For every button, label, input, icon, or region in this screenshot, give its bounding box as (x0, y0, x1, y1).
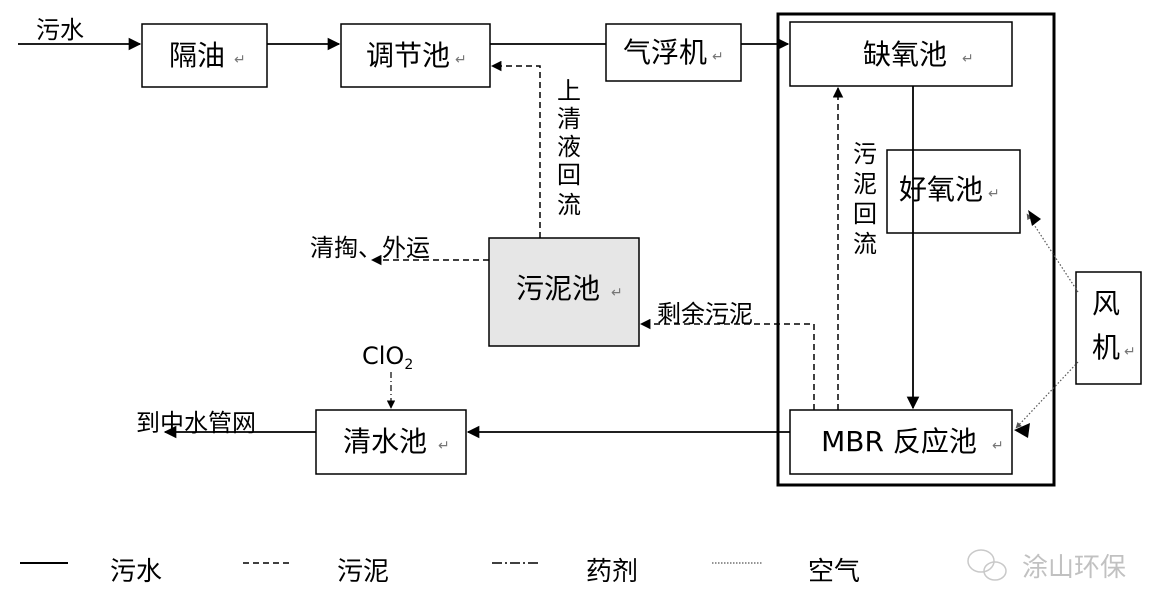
clean-out-label: 清掏、外运 (310, 234, 430, 262)
biological-treatment-frame (776, 12, 1056, 487)
svg-text:↵: ↵ (712, 49, 724, 65)
mbr-reactor-label: MBR 反应池 (821, 425, 977, 458)
aerobic-tank-box: 好氧池 ↵ (886, 149, 1021, 234)
svg-text:↵: ↵ (992, 438, 1004, 454)
inlet-label: 污水 (36, 16, 84, 44)
svg-text:↵: ↵ (611, 285, 623, 301)
clo2-subscript: 2 (404, 357, 413, 373)
aerobic-tank-label: 好氧池 (899, 173, 983, 206)
sludge-return-char-2: 泥 (853, 170, 877, 198)
watermark: 涂山环保 (967, 549, 1126, 583)
air-arrowhead-aerobic (1028, 210, 1041, 226)
sludge-return-char-1: 污 (853, 140, 877, 168)
sludge-tank-label: 污泥池 (516, 272, 600, 305)
regulating-tank-label: 调节池 (366, 39, 450, 72)
air-flotation-box: 气浮机 ↵ (605, 23, 742, 82)
anoxic-tank-label: 缺氧池 (863, 38, 947, 71)
svg-text:↵: ↵ (234, 52, 246, 68)
air-supply-lines (1015, 213, 1079, 429)
outlet-label: 到中水管网 (136, 409, 256, 437)
legend: 污水 污泥 药剂 空气 (20, 557, 860, 587)
supernatant-char-2: 清 (557, 105, 581, 133)
air-flotation-label: 气浮机 (623, 36, 707, 69)
supernatant-char-5: 流 (557, 191, 581, 219)
sludge-tank-box: 污泥池 ↵ (488, 237, 640, 347)
supernatant-char-1: 上 (557, 77, 581, 105)
air-arrowhead-mbr (1014, 423, 1030, 438)
sewage-flow-lines (18, 37, 920, 439)
blower-label-2: 机 (1092, 331, 1120, 364)
svg-text:↵: ↵ (438, 438, 450, 454)
sludge-flow-lines (370, 60, 844, 410)
svg-text:↵: ↵ (1124, 344, 1136, 360)
anoxic-tank-box: 缺氧池 ↵ (789, 21, 1013, 87)
sludge-return-char-3: 回 (853, 200, 877, 228)
mbr-reactor-box: MBR 反应池 ↵ (789, 409, 1013, 475)
svg-text:↵: ↵ (962, 51, 974, 67)
legend-label-sludge: 污泥 (337, 557, 389, 587)
svg-text:↵: ↵ (988, 186, 1000, 202)
supernatant-char-3: 液 (557, 133, 581, 161)
clo2-label: ClO2 (362, 342, 413, 373)
separator-label: 隔油 (169, 39, 225, 72)
blower-box: 风 机 ↵ (1075, 271, 1142, 385)
legend-label-chemical: 药剂 (586, 557, 638, 587)
separator-box: 隔油 ↵ (141, 23, 268, 88)
watermark-text: 涂山环保 (1022, 553, 1126, 583)
legend-label-sewage: 污水 (110, 557, 162, 587)
clo2-text: ClO (362, 342, 404, 370)
supernatant-return-label: 上 清 液 回 流 (557, 77, 581, 219)
wechat-icon (967, 549, 1007, 581)
sludge-return-char-4: 流 (853, 230, 877, 258)
clear-water-tank-label: 清水池 (343, 425, 427, 458)
blower-label-1: 风 (1092, 287, 1120, 320)
excess-sludge-label: 剩余污泥 (657, 300, 753, 328)
legend-label-air: 空气 (808, 557, 860, 587)
svg-text:↵: ↵ (455, 52, 467, 68)
sludge-return-label: 污 泥 回 流 (853, 140, 877, 258)
supernatant-char-4: 回 (557, 161, 581, 189)
regulating-tank-box: 调节池 ↵ (340, 23, 491, 88)
clear-water-tank-box: 清水池 ↵ (315, 409, 467, 475)
